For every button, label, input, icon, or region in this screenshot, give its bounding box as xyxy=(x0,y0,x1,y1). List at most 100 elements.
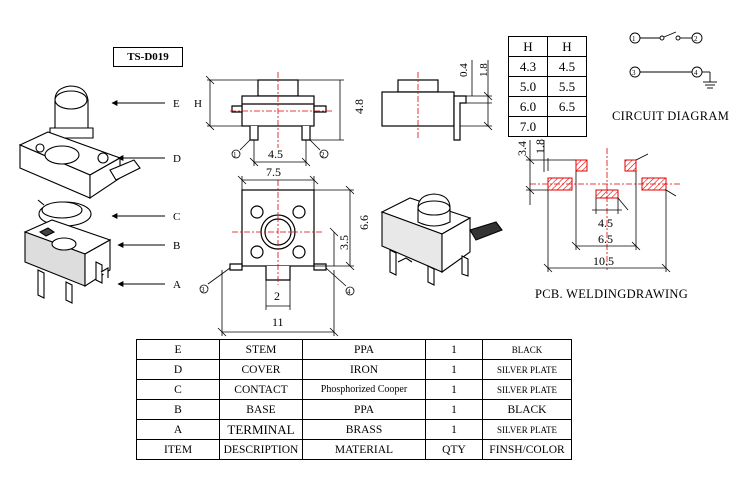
pcb-pad-top-left xyxy=(575,159,588,172)
dim-6-6: 6.6 xyxy=(357,215,371,230)
pin-marker-3 xyxy=(199,284,209,294)
label-d: D xyxy=(173,153,181,165)
bom-cell: Phosphorized Cooper xyxy=(302,379,426,400)
circuit-pin-1: 1 xyxy=(632,35,636,43)
bom-cell: 1 xyxy=(425,379,483,400)
bom-cell: SILVER PLATE xyxy=(482,359,572,380)
pin-marker-4 xyxy=(345,286,355,296)
bom-cell: IRON xyxy=(302,359,426,380)
label-b: B xyxy=(173,240,180,252)
bom-cell: TERMINAL xyxy=(219,419,303,440)
dim-3-4: 3.4 xyxy=(515,141,529,156)
bom-cell: 1 xyxy=(425,359,483,380)
table-row: D COVER IRON 1 SILVER PLATE xyxy=(136,359,572,380)
dim-3-5: 3.5 xyxy=(337,235,351,250)
table-row: A TERMINAL BRASS 1 SILVER PLATE xyxy=(136,419,572,440)
table-row: E STEM PPA 1 BLACK xyxy=(136,339,572,360)
bom-cell: PPA xyxy=(302,399,426,420)
bom-cell: 1 xyxy=(425,339,483,360)
h-table-header: H H xyxy=(508,36,587,57)
pin-marker-1 xyxy=(231,149,241,159)
h-cell: 7.0 xyxy=(508,116,548,137)
h-cell xyxy=(547,116,587,137)
bom-cell: BLACK xyxy=(482,339,572,360)
part-terminal xyxy=(37,261,109,304)
part-stem xyxy=(49,85,94,139)
h-cell: 5.5 xyxy=(547,76,587,97)
table-row: 5.0 5.5 xyxy=(508,76,587,97)
circuit-diagram xyxy=(629,31,717,89)
front-view xyxy=(231,79,327,141)
bom-header-cell: ITEM xyxy=(136,439,220,460)
bom-cell: 1 xyxy=(425,419,483,440)
table-row: B BASE PPA 1 BLACK xyxy=(136,399,572,420)
table-row: 4.3 4.5 xyxy=(508,56,587,77)
bom-cell: C xyxy=(136,379,220,400)
bom-header-cell: DESCRIPTION xyxy=(219,439,303,460)
bom-cell: SILVER PLATE xyxy=(482,419,572,440)
h-cell: 5.0 xyxy=(508,76,548,97)
table-row: 7.0 xyxy=(508,116,587,137)
model-title: TS-D019 xyxy=(113,47,183,67)
bom-header-row: ITEM DESCRIPTION MATERIAL QTY FINSH/COLO… xyxy=(136,439,572,460)
h-cell: 4.5 xyxy=(547,56,587,77)
part-cover xyxy=(18,131,141,200)
bom-cell: B xyxy=(136,399,220,420)
table-row: 6.0 6.5 xyxy=(508,96,587,117)
label-a: A xyxy=(173,279,181,291)
dim-0-4: 0.4 xyxy=(458,63,470,77)
bom-cell: PPA xyxy=(302,339,426,360)
bom-header-cell: FINSH/COLOR xyxy=(482,439,572,460)
bom-cell: A xyxy=(136,419,220,440)
h-header-1: H xyxy=(508,36,548,57)
pin-label-4: 4 xyxy=(347,288,351,296)
pin-label-1: 1 xyxy=(233,151,237,159)
label-e: E xyxy=(173,98,180,110)
h-cell: 4.3 xyxy=(508,56,548,77)
dim-4-5-front: 4.5 xyxy=(268,147,283,161)
pcb-welding-label: PCB. WELDINGDRAWING xyxy=(535,287,689,301)
dim-1-8-side: 1.8 xyxy=(478,63,490,77)
bom-table: E STEM PPA 1 BLACK D COVER IRON 1 SILVER… xyxy=(136,339,572,460)
pin-label-3: 3 xyxy=(201,286,205,294)
side-view xyxy=(381,79,467,141)
dim-7-5: 7.5 xyxy=(266,165,281,179)
dim-11: 11 xyxy=(272,315,284,329)
bom-cell: CONTACT xyxy=(219,379,303,400)
h-header-2: H xyxy=(547,36,587,57)
dim-4-5-pcb: 4.5 xyxy=(598,216,613,230)
pcb-pad-top-right xyxy=(624,159,637,172)
dim-4-8: 4.8 xyxy=(352,99,366,114)
isometric-view xyxy=(380,193,503,286)
bom-header-cell: QTY xyxy=(425,439,483,460)
part-arrows xyxy=(111,100,165,287)
circuit-pin-4: 4 xyxy=(694,69,698,77)
table-row: C CONTACT Phosphorized Cooper 1 SILVER P… xyxy=(136,379,572,400)
dim-1-8-pcb: 1.8 xyxy=(533,139,547,154)
dim-2: 2 xyxy=(274,289,280,303)
bom-cell: COVER xyxy=(219,359,303,380)
circuit-pin-3: 3 xyxy=(632,69,636,77)
circuit-diagram-label: CIRCUIT DIAGRAM xyxy=(612,109,730,123)
bom-cell: D xyxy=(136,359,220,380)
bom-cell: BRASS xyxy=(302,419,426,440)
dim-h-letter: H xyxy=(194,98,202,110)
bom-cell: BASE xyxy=(219,399,303,420)
exploded-view xyxy=(18,85,141,304)
h-cell: 6.0 xyxy=(508,96,548,117)
bom-cell: STEM xyxy=(219,339,303,360)
pin-label-2: 2 xyxy=(321,151,325,159)
bom-cell: E xyxy=(136,339,220,360)
bom-cell: 1 xyxy=(425,399,483,420)
bom-cell: SILVER PLATE xyxy=(482,379,572,400)
dim-10-5: 10.5 xyxy=(593,254,614,268)
bom-cell: BLACK xyxy=(482,399,572,420)
h-options-table: H H 4.3 4.5 5.0 5.5 6.0 6.5 7.0 xyxy=(508,36,587,137)
h-cell: 6.5 xyxy=(547,96,587,117)
dim-6-5: 6.5 xyxy=(598,232,613,246)
label-c: C xyxy=(173,211,180,223)
bom-header-cell: MATERIAL xyxy=(302,439,426,460)
circuit-pin-2: 2 xyxy=(694,35,698,43)
pin-marker-2 xyxy=(319,149,329,159)
